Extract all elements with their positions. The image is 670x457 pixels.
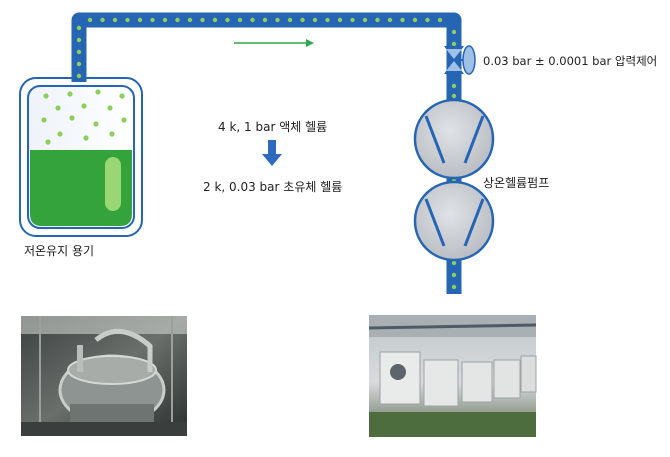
bubble xyxy=(95,89,101,95)
bubble xyxy=(225,17,230,23)
pump-unit-lower xyxy=(413,180,495,262)
bubble xyxy=(121,117,127,123)
pump-unit-upper xyxy=(413,98,495,180)
bubble xyxy=(375,17,380,23)
bubble xyxy=(312,17,318,23)
bubble xyxy=(76,49,82,55)
bubble xyxy=(350,17,355,23)
bubble xyxy=(400,17,405,23)
bubble xyxy=(109,131,115,137)
down-arrow xyxy=(262,140,282,166)
bubble xyxy=(107,105,113,111)
bubble xyxy=(451,41,457,47)
bubble xyxy=(425,17,430,23)
bubble xyxy=(325,17,330,23)
bubble xyxy=(83,135,89,141)
liquid-highlight xyxy=(105,157,121,211)
bubble xyxy=(437,17,443,23)
bubble xyxy=(451,83,457,89)
pressure-control-valve xyxy=(444,45,476,75)
bubble xyxy=(250,17,255,23)
bubble xyxy=(119,93,125,99)
bubble xyxy=(150,17,155,23)
bubble xyxy=(69,115,75,121)
valve-actuator xyxy=(462,45,476,75)
bubble xyxy=(200,17,205,23)
bubble xyxy=(387,17,393,23)
bubble xyxy=(45,139,51,145)
bubble xyxy=(187,17,193,23)
bubble xyxy=(125,17,130,23)
bubble xyxy=(451,284,457,290)
vessel-label: 저온유지 용기 xyxy=(24,244,95,258)
bubble xyxy=(76,25,82,31)
bubble xyxy=(100,17,105,23)
bubble xyxy=(337,17,343,23)
bubble xyxy=(162,17,168,23)
bubble xyxy=(137,17,143,23)
bubble xyxy=(57,131,63,137)
bubble xyxy=(112,17,118,23)
bubble xyxy=(76,37,82,43)
liquid-helium-label: 4 k, 1 bar 액체 헬륨 xyxy=(218,120,328,134)
bubble xyxy=(262,17,268,23)
bubble xyxy=(76,73,82,79)
bubble xyxy=(55,105,61,111)
bubble xyxy=(175,17,180,23)
bubble xyxy=(275,17,280,23)
bubble xyxy=(76,61,82,67)
pipe-bubbles xyxy=(76,17,457,290)
bubble xyxy=(93,121,99,127)
bubble xyxy=(451,260,457,266)
bubble xyxy=(451,93,457,99)
bubble xyxy=(237,17,243,23)
room-temperature-helium-pump xyxy=(413,98,495,262)
pump-label: 상온헬륨펌프 xyxy=(483,176,550,190)
bubble xyxy=(451,272,457,278)
bubble xyxy=(300,17,305,23)
bubble xyxy=(43,93,49,99)
bubble xyxy=(87,17,93,23)
bubble xyxy=(81,103,87,109)
superfluid-helium-label: 2 k, 0.03 bar 초유체 헬륨 xyxy=(203,180,343,194)
bubble xyxy=(412,17,418,23)
cryostat-vessel-photo xyxy=(21,316,187,436)
bubble xyxy=(41,117,47,123)
bubble xyxy=(212,17,218,23)
bubble xyxy=(287,17,293,23)
pressure-control-label: 0.03 bar ± 0.0001 bar 압력제어 xyxy=(483,54,658,68)
cryostat-vessel xyxy=(19,77,143,237)
helium-pump-room-photo xyxy=(368,315,537,437)
bubble xyxy=(451,29,457,35)
bubble xyxy=(67,91,73,97)
vessel-gas-bubbles xyxy=(41,89,127,145)
flow-direction-arrow xyxy=(234,39,314,47)
bubble xyxy=(362,17,368,23)
